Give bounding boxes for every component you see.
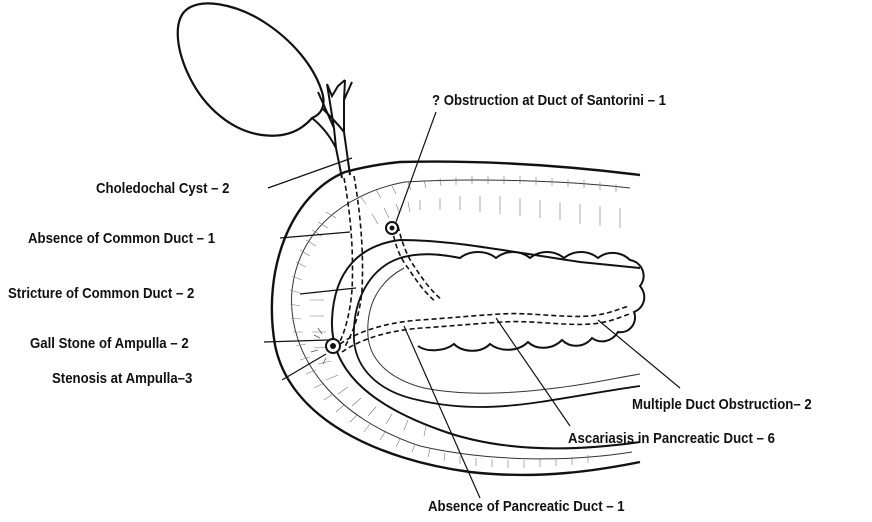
label-gall-stone: Gall Stone of Ampulla – 2 [30,335,189,353]
pancreas-body [400,252,644,351]
duct-of-santorini [392,226,442,302]
pancreas-head [354,258,640,407]
label-absence-pancreatic: Absence of Pancreatic Duct – 1 [428,498,625,516]
duodenum-outer [272,162,640,475]
label-absence-common-duct: Absence of Common Duct – 1 [28,230,215,248]
minor-papilla [386,222,398,234]
label-choledochal-cyst: Choledochal Cyst – 2 [96,180,230,198]
label-multiple-duct: Multiple Duct Obstruction– 2 [632,396,812,414]
label-stricture-common-duct: Stricture of Common Duct – 2 [8,285,194,303]
label-ascariasis: Ascariasis in Pancreatic Duct – 6 [568,430,775,448]
label-santorini: ? Obstruction at Duct of Santorini – 1 [432,92,666,110]
duodenum-hatching [290,176,620,468]
hepatic-ducts [318,80,352,148]
main-pancreatic-duct [340,306,630,352]
ampulla [311,328,340,364]
duodenum-mucosa-line [292,180,632,459]
pancreas-head-inner [368,268,640,393]
label-stenosis-ampulla: Stenosis at Ampulla–3 [52,370,192,388]
gallbladder [178,3,324,135]
